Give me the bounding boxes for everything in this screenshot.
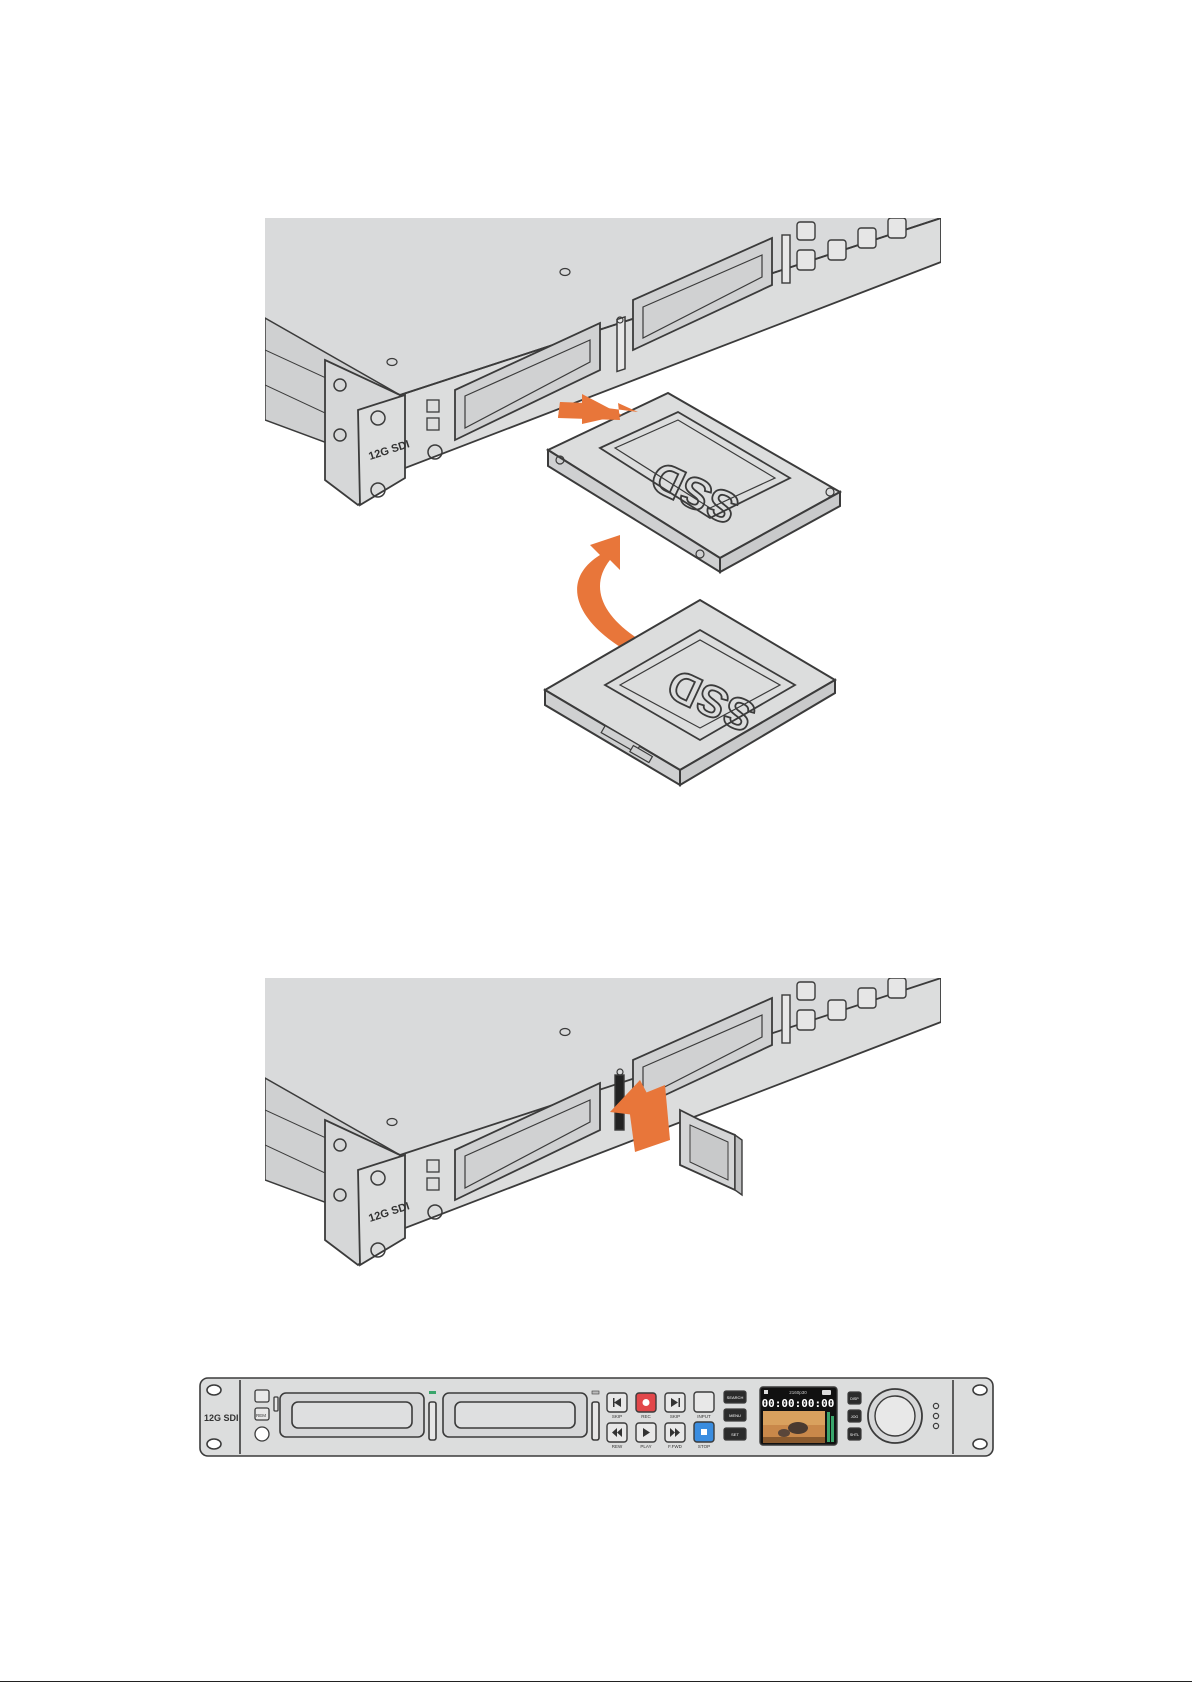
play-label: PLAY	[640, 1444, 651, 1449]
menu-label: MENU	[729, 1413, 741, 1418]
page-footer-rule	[0, 1681, 1192, 1682]
lcd-format: 2160p30	[789, 1390, 807, 1395]
stop-label: STOP	[698, 1444, 710, 1449]
jog-label: JOG	[851, 1415, 859, 1419]
shtl-label: SHTL	[850, 1433, 859, 1437]
front-sd-slot-2[interactable]	[592, 1402, 599, 1440]
skip-back-label: SKIP	[612, 1414, 622, 1419]
rem-label: REM	[256, 1413, 266, 1418]
input-button[interactable]	[694, 1392, 714, 1412]
headphone-jack[interactable]	[255, 1427, 269, 1441]
disp-label: DISP	[850, 1397, 859, 1401]
rec-label: REC	[641, 1414, 651, 1419]
front-sd-slot-1[interactable]	[429, 1402, 436, 1440]
ffwd-label: F.FWD	[668, 1444, 682, 1449]
lcd-timecode: 00:00:00:00	[762, 1397, 835, 1410]
input-label: INPUT	[697, 1414, 711, 1419]
search-label: SEARCH	[727, 1395, 744, 1400]
stop-icon	[701, 1429, 707, 1435]
speaker-button[interactable]	[255, 1390, 269, 1402]
front-logo: 12G SDI	[204, 1413, 239, 1423]
rew-label: REW	[612, 1444, 623, 1449]
skip-forward-label: SKIP	[670, 1414, 680, 1419]
record-icon	[643, 1399, 650, 1406]
set-label: SET	[731, 1432, 739, 1437]
